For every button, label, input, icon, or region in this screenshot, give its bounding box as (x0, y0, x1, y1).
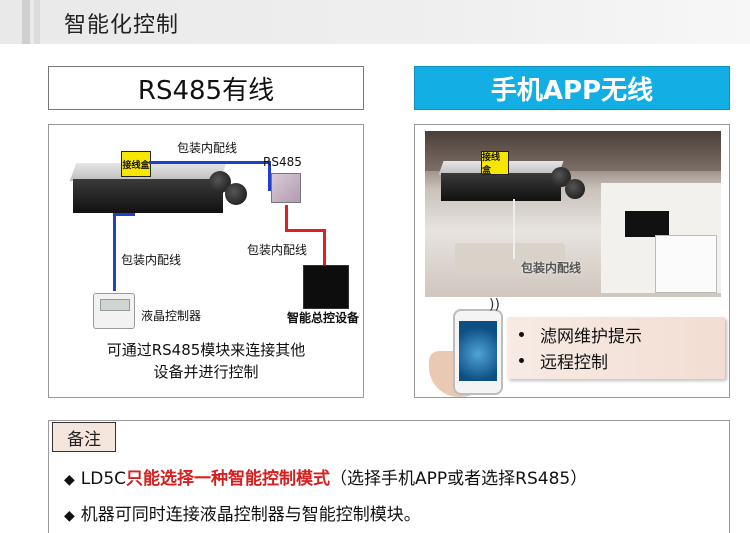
duct-outlet-2 (565, 179, 585, 199)
notes-box (48, 420, 730, 533)
bullet-icon (519, 357, 524, 363)
note-text: 机器可同时连接液晶控制器与智能控制模块。 (80, 505, 421, 525)
page-title: 智能化控制 (64, 13, 180, 38)
feature-item: 远程控制 (519, 347, 608, 373)
header-accent (22, 0, 30, 44)
caption: 可通过RS485模块来连接其他 设备并进行控制 (49, 339, 363, 383)
feature-list: 滤网维护提示 远程控制 (507, 317, 725, 379)
caption-line-2: 设备并进行控制 (153, 363, 259, 381)
wire-down-connector (113, 213, 135, 216)
lcd-controller (93, 293, 135, 329)
label-lcd: 液晶控制器 (141, 309, 202, 323)
wire-light (513, 199, 515, 259)
sofa (455, 243, 565, 273)
note-line-2: ◆ 机器可同时连接液晶控制器与智能控制模块。 (64, 500, 421, 525)
phone-screen (459, 321, 497, 381)
room-photo: 接线盒 包装内配线 (425, 131, 721, 297)
note-suffix: （选择手机APP或者选择RS485） (330, 469, 588, 489)
wire-top-drop (268, 161, 271, 191)
label-left-wire: 包装内配线 (121, 253, 182, 267)
rs485-module (271, 173, 301, 203)
feature-label: 滤网维护提示 (540, 326, 642, 347)
feature-label: 远程控制 (540, 352, 608, 373)
wire-top (149, 161, 269, 164)
note-prefix: LD5C (80, 469, 127, 489)
app-panel: 接线盒 包装内配线 )) 滤网维护提示 远程控制 (414, 124, 730, 398)
wire-red-3 (323, 229, 326, 269)
junction-box: 接线盒 (121, 151, 151, 177)
smartphone (453, 309, 503, 395)
caption-line-1: 可通过RS485模块来连接其他 (106, 341, 306, 359)
rs485-panel: 接线盒 包装内配线 RS485 包装内配线 包装内配线 液晶控制器 智能总控设备… (48, 124, 364, 398)
lcd-screen (100, 299, 130, 311)
bullet-icon (519, 331, 524, 337)
label-right-wire: 包装内配线 (247, 243, 308, 257)
diamond-bullet-icon: ◆ (64, 472, 75, 488)
duct-outlet-2 (225, 183, 247, 205)
ventilation-unit (441, 173, 561, 201)
ventilation-unit (73, 179, 223, 213)
wireless-panel (655, 235, 717, 293)
tv (625, 211, 669, 237)
notes-title: 备注 (52, 422, 116, 452)
header-bar: 智能化控制 (0, 0, 750, 44)
note-highlight: 只能选择一种智能控制模式 (126, 469, 331, 489)
wire-red-1 (285, 205, 288, 231)
label-wire: 包装内配线 (521, 261, 582, 275)
smart-control-device (303, 265, 349, 309)
note-line-1: ◆ LD5C只能选择一种智能控制模式（选择手机APP或者选择RS485） (64, 464, 587, 489)
feature-item: 滤网维护提示 (519, 321, 642, 347)
header-accent-secondary (34, 0, 40, 44)
label-smart: 智能总控设备 (287, 311, 360, 325)
diamond-bullet-icon: ◆ (64, 508, 75, 524)
section-title-rs485: RS485有线 (48, 66, 364, 110)
label-top-wire: 包装内配线 (177, 141, 238, 155)
wifi-icon: )) (489, 297, 500, 313)
wire-red-2 (285, 229, 325, 232)
junction-box: 接线盒 (481, 151, 509, 176)
wire-down (113, 213, 116, 291)
section-title-app: 手机APP无线 (414, 66, 730, 110)
label-rs485: RS485 (263, 155, 302, 169)
